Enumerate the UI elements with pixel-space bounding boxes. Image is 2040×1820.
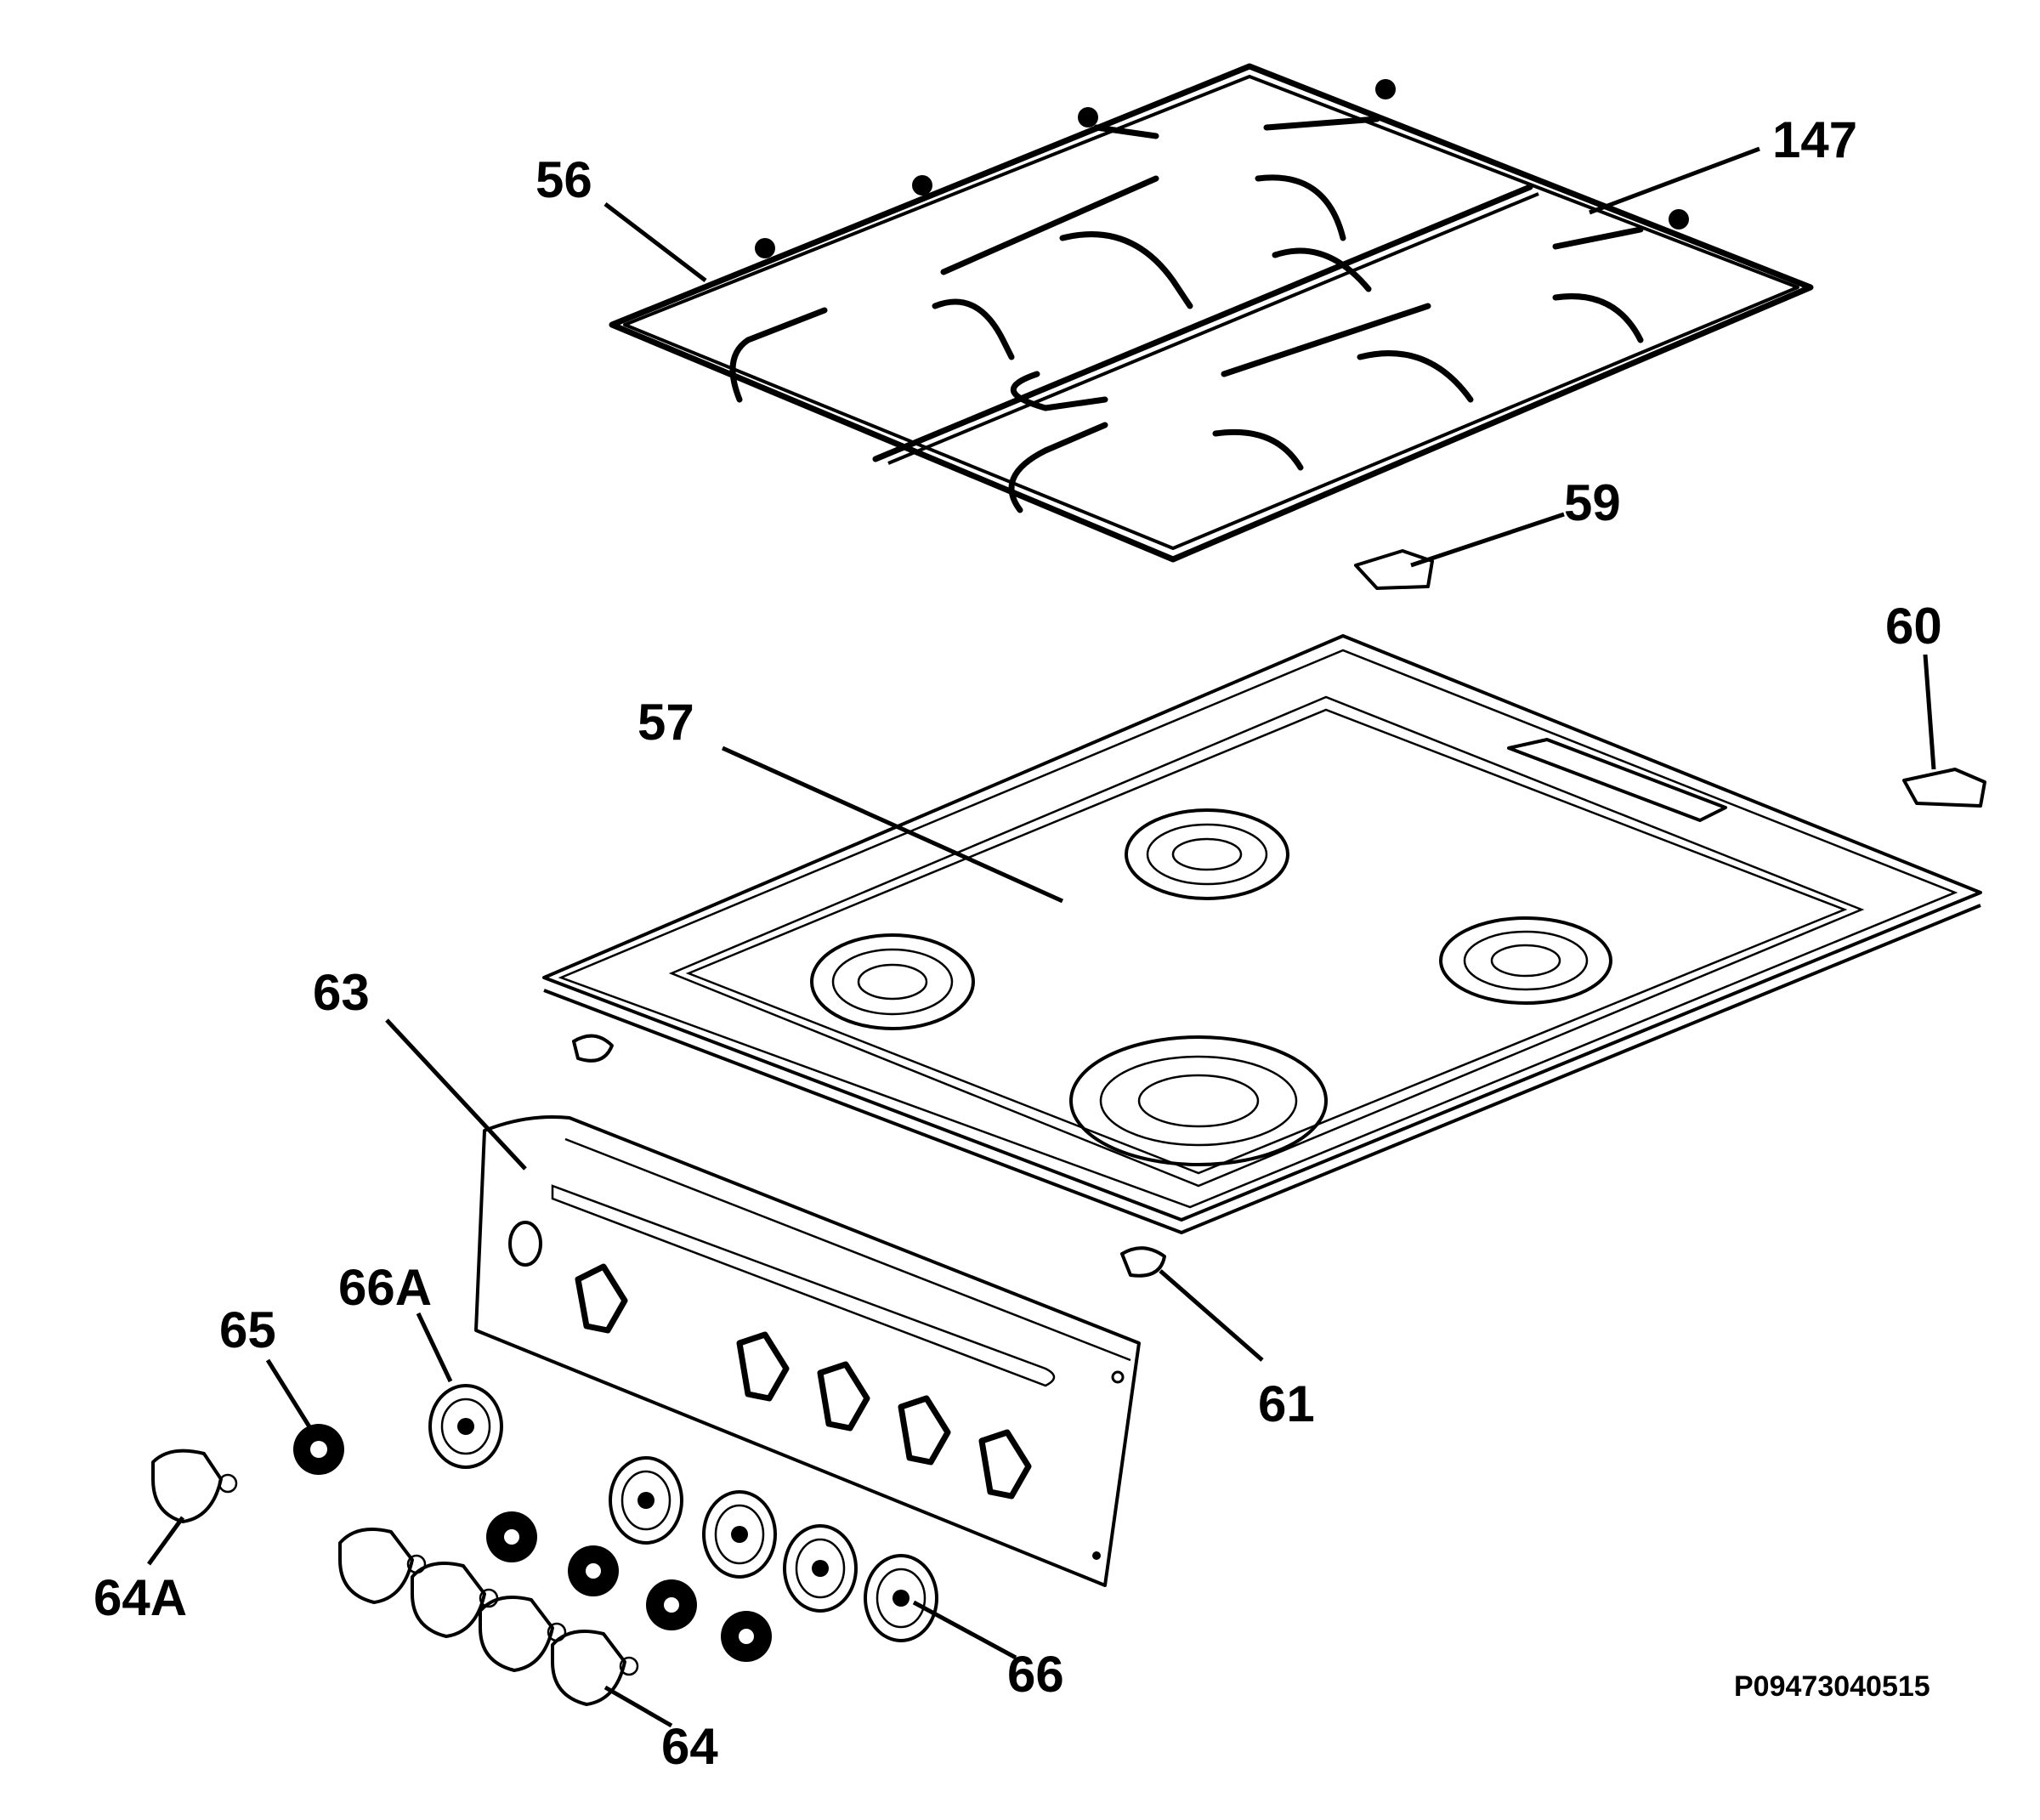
callout-59: 59 <box>1564 474 1621 531</box>
callout-61: 61 <box>1258 1375 1315 1432</box>
callout-147: 147 <box>1772 111 1857 168</box>
knobs-64 <box>338 1528 639 1706</box>
hob-top <box>542 634 1982 1234</box>
bezel-66A <box>428 1384 503 1469</box>
burner-rear-right <box>1125 808 1289 900</box>
callout-60: 60 <box>1885 598 1942 655</box>
burner-rear-left <box>810 933 975 1030</box>
springs <box>486 1511 772 1662</box>
callout-56: 56 <box>536 151 592 208</box>
knob <box>411 1562 499 1638</box>
bezel <box>609 1456 683 1545</box>
burner-front-left <box>1069 1035 1328 1166</box>
knob-hole-ignition <box>575 1263 628 1334</box>
leader-lines <box>146 146 1936 1728</box>
knob <box>551 1630 639 1706</box>
callout-57: 57 <box>638 694 694 751</box>
pan-support-grid <box>609 63 1814 563</box>
callout-66A: 66A <box>338 1259 432 1316</box>
callout-65: 65 <box>219 1301 276 1358</box>
knob-64A <box>151 1449 238 1523</box>
bezels-66 <box>609 1456 938 1642</box>
bezel <box>702 1490 777 1579</box>
bezel <box>864 1554 938 1642</box>
button-65 <box>293 1424 344 1475</box>
clip-part-59 <box>1354 549 1434 590</box>
foot-part-61 <box>1120 1246 1166 1278</box>
callout-64: 64 <box>661 1718 718 1775</box>
control-panel <box>474 1115 1141 1587</box>
callout-66: 66 <box>1007 1646 1064 1703</box>
drawing-code: P09473040515 <box>1734 1670 1930 1703</box>
bezel <box>783 1524 858 1613</box>
callout-63: 63 <box>313 964 370 1021</box>
callout-64A: 64A <box>94 1569 187 1626</box>
clip-part-60 <box>1902 768 1986 808</box>
callout-labels: 56 147 59 60 57 63 61 66A 65 64A 66 64 <box>94 111 1942 1775</box>
burner-front-right <box>1439 916 1612 1005</box>
